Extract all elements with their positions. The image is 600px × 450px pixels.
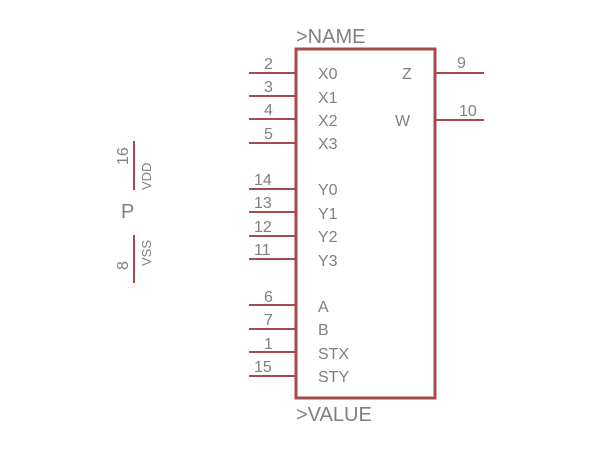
pin-name: STY (318, 369, 349, 386)
pin-name: STX (318, 346, 349, 363)
power-pin-vss[interactable]: 8 VSS (115, 235, 154, 283)
pin-number: 10 (459, 103, 477, 120)
pin-number: 14 (254, 172, 272, 189)
left-pin-x1[interactable]: 3 X1 (249, 79, 338, 107)
pin-name: A (318, 299, 329, 316)
left-pin-y3[interactable]: 11 Y3 (249, 242, 338, 270)
pin-name: Y2 (318, 229, 338, 246)
pin-name: Y1 (318, 206, 338, 223)
pin-number: 5 (264, 126, 273, 143)
pin-name: Z (402, 66, 412, 83)
pin-number: 4 (264, 102, 273, 119)
left-pin-b[interactable]: 7 B (249, 312, 329, 339)
pin-name: Y0 (318, 182, 338, 199)
left-pin-y1[interactable]: 13 Y1 (249, 195, 338, 223)
pin-number: 16 (115, 147, 132, 165)
right-pin-z[interactable]: 9 Z (402, 55, 484, 83)
left-pin-x0[interactable]: 2 X0 (249, 56, 338, 83)
pin-name: X0 (318, 66, 338, 83)
power-label: P (121, 201, 134, 223)
pin-number: 11 (254, 242, 271, 259)
pin-number: 1 (264, 336, 273, 353)
pin-name: B (318, 322, 329, 339)
pin-number: 9 (457, 55, 466, 72)
pin-name: X3 (318, 136, 338, 153)
pin-name: X2 (318, 113, 338, 130)
pin-name: Y3 (318, 253, 338, 270)
left-pin-x3[interactable]: 5 X3 (249, 126, 338, 153)
value-label: >VALUE (296, 404, 372, 426)
pin-number: 3 (264, 79, 273, 96)
pin-number: 7 (264, 312, 273, 329)
pin-number: 8 (115, 261, 132, 270)
pin-number: 12 (254, 219, 272, 236)
name-label: >NAME (296, 26, 365, 48)
left-pin-y2[interactable]: 12 Y2 (249, 219, 338, 246)
power-pin-vdd[interactable]: 16 VDD (115, 141, 154, 190)
left-pin-a[interactable]: 6 A (249, 289, 329, 316)
pin-number: 15 (254, 359, 272, 376)
left-pin-stx[interactable]: 1 STX (249, 336, 349, 363)
pin-name: VDD (139, 163, 154, 190)
pin-number: 13 (254, 195, 272, 212)
part-body[interactable] (294, 47, 437, 400)
pin-number: 2 (264, 56, 273, 73)
right-pin-w[interactable]: 10 W (395, 103, 484, 130)
pin-name: VSS (139, 240, 154, 266)
pin-number: 6 (264, 289, 273, 306)
left-pin-sty[interactable]: 15 STY (249, 359, 349, 386)
left-pin-x2[interactable]: 4 X2 (249, 102, 338, 130)
left-pin-y0[interactable]: 14 Y0 (249, 172, 338, 199)
pin-name: X1 (318, 90, 338, 107)
pin-name: W (395, 113, 411, 130)
